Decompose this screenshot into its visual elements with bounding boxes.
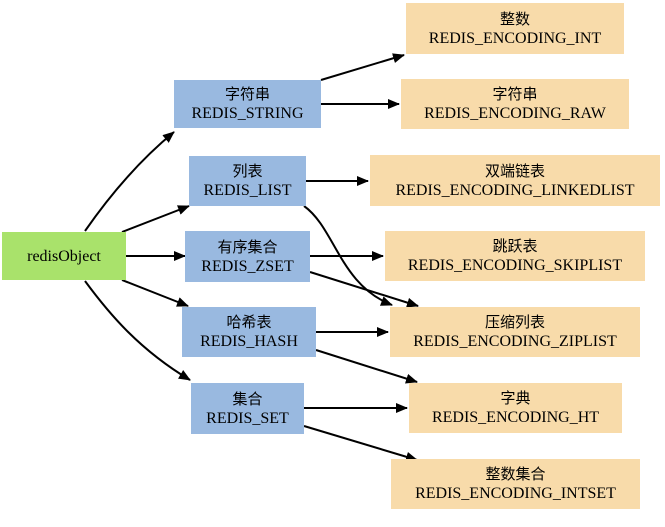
- node-redis-string-en: REDIS_STRING: [191, 105, 304, 122]
- node-redis-set-en: REDIS_SET: [206, 409, 289, 427]
- node-encoding-intset: 整数集合 REDIS_ENCODING_INTSET: [391, 459, 640, 509]
- node-encoding-ht-en: REDIS_ENCODING_HT: [431, 409, 600, 426]
- node-redis-zset-zh: 有序集合: [217, 237, 278, 256]
- edge-root-hash: [121, 279, 189, 307]
- node-redis-hash-en: REDIS_HASH: [200, 333, 298, 350]
- edge-root-string: [84, 131, 175, 232]
- edge-hash-ht: [315, 349, 418, 384]
- node-encoding-ht: 字典 REDIS_ENCODING_HT: [409, 383, 622, 433]
- node-encoding-intset-en: REDIS_ENCODING_INTSET: [415, 485, 616, 502]
- node-encoding-ht-zh: 字典: [500, 389, 531, 407]
- edge-zset-ziplist: [309, 271, 419, 308]
- node-redis-object: redisObject: [2, 232, 126, 280]
- node-encoding-skiplist-zh: 跳跃表: [492, 237, 538, 255]
- node-redis-set: 集合 REDIS_SET: [191, 383, 304, 434]
- node-redis-string: 字符串 REDIS_STRING: [174, 80, 321, 128]
- node-redis-string-zh: 字符串: [224, 85, 270, 103]
- node-encoding-raw: 字符串 REDIS_ENCODING_RAW: [401, 79, 629, 129]
- node-redis-hash-zh: 哈希表: [226, 313, 272, 331]
- node-encoding-linkedlist: 双端链表 REDIS_ENCODING_LINKEDLIST: [370, 155, 660, 206]
- edge-set-intset: [303, 425, 418, 462]
- node-redis-object-label: redisObject: [27, 247, 101, 265]
- edge-root-list: [121, 205, 190, 233]
- node-encoding-raw-zh: 字符串: [492, 85, 538, 103]
- node-redis-list-en: REDIS_LIST: [203, 182, 292, 199]
- edge-string-int: [320, 53, 405, 81]
- node-redis-hash: 哈希表 REDIS_HASH: [182, 307, 316, 357]
- node-encoding-skiplist-en: REDIS_ENCODING_SKIPLIST: [407, 257, 623, 274]
- node-encoding-int: 整数 REDIS_ENCODING_INT: [406, 3, 624, 54]
- node-encoding-ziplist-en: REDIS_ENCODING_ZIPLIST: [413, 333, 617, 350]
- node-encoding-ziplist-zh: 压缩列表: [484, 313, 545, 331]
- node-encoding-skiplist: 跳跃表 REDIS_ENCODING_SKIPLIST: [385, 231, 645, 281]
- node-encoding-raw-en: REDIS_ENCODING_RAW: [424, 105, 606, 122]
- node-encoding-intset-zh: 整数集合: [485, 465, 546, 483]
- node-encoding-int-zh: 整数: [499, 9, 530, 28]
- node-redis-zset: 有序集合 REDIS_ZSET: [185, 231, 310, 282]
- node-encoding-ziplist: 压缩列表 REDIS_ENCODING_ZIPLIST: [390, 307, 640, 357]
- node-redis-list-zh: 列表: [232, 162, 263, 180]
- edge-root-set: [84, 280, 191, 381]
- node-encoding-linkedlist-zh: 双端链表: [484, 161, 545, 180]
- node-encoding-linkedlist-en: REDIS_ENCODING_LINKEDLIST: [395, 181, 635, 199]
- node-redis-list: 列表 REDIS_LIST: [189, 156, 306, 206]
- node-redis-zset-en: REDIS_ZSET: [201, 257, 294, 275]
- node-redis-set-zh: 集合: [232, 389, 263, 408]
- node-encoding-int-en: REDIS_ENCODING_INT: [428, 29, 602, 47]
